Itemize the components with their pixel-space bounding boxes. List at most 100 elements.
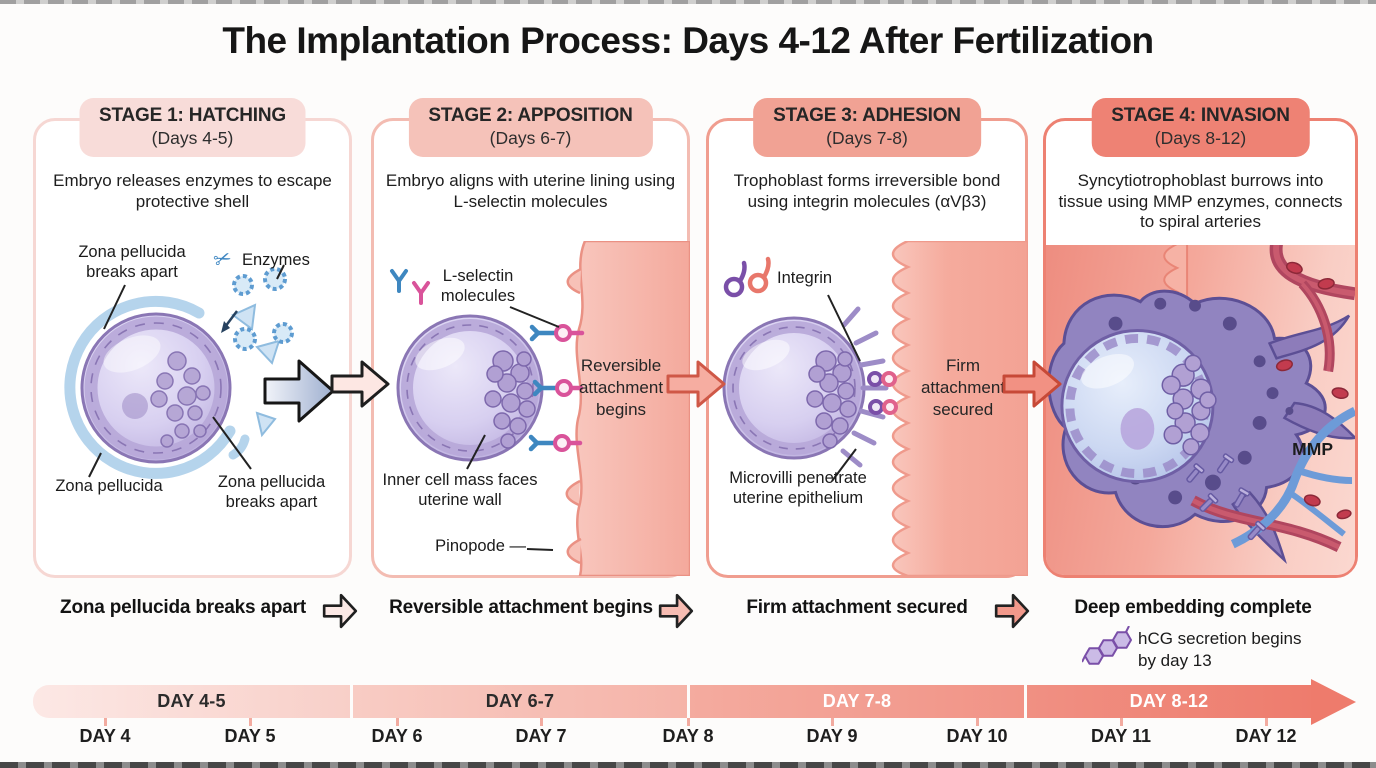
timeline-segment-day8-12: DAY 8-12 <box>1027 685 1311 718</box>
red-blood-cells <box>1275 261 1352 520</box>
microvilli-label: Microvilli penetrate uterine epithelium <box>729 469 867 507</box>
timeline-segment-label: DAY 8-12 <box>1129 691 1209 711</box>
hcg-note: hCG secretion begins by day 13 <box>1138 628 1301 672</box>
invasion-scene <box>1047 245 1355 564</box>
enzyme-blobs <box>232 267 294 351</box>
stage3-panel: STAGE 3: ADHESION (Days 7-8) Trophoblast… <box>706 98 1028 578</box>
timeline-tick <box>1120 718 1123 726</box>
integrin-bonds <box>867 371 898 415</box>
inner-cell-mass <box>806 350 857 449</box>
integrin-label: Integrin <box>777 269 833 287</box>
stage4-summary: Deep embedding complete <box>1074 597 1312 618</box>
timeline-segment-day4-5: DAY 4-5 <box>33 685 350 718</box>
day-label: DAY 11 <box>1090 726 1152 746</box>
stage3-description: Trophoblast forms irreversible bond usin… <box>733 171 1001 211</box>
day-label: DAY 12 <box>1235 726 1297 746</box>
blastocyst <box>396 314 544 462</box>
stage4-description: Syncytiotrophoblast burrows into tissue … <box>1058 171 1343 232</box>
microvilli <box>840 306 889 468</box>
zona-breaks-label-bottom: Zona pellucida breaks apart <box>217 473 326 511</box>
l-selectin-connectors <box>528 324 585 452</box>
enzymes-label: Enzymes <box>242 251 310 269</box>
timeline-tick <box>976 718 979 726</box>
stage1-header-pill: STAGE 1: HATCHING (Days 4-5) <box>79 98 306 157</box>
day-label: DAY 4 <box>79 726 131 746</box>
day-label: DAY 7 <box>515 726 567 746</box>
stage2-days: (Days 6-7) <box>489 128 572 148</box>
inner-cell-mass-label: Inner cell mass faces uterine wall <box>382 471 538 509</box>
arrow-right-icon <box>330 360 390 408</box>
timeline-tick <box>687 718 690 726</box>
stage1-days: (Days 4-5) <box>151 128 234 148</box>
mmp-enzyme-icons <box>1186 453 1267 541</box>
stage3-title: STAGE 3: ADHESION <box>773 105 961 126</box>
exit-arrow <box>263 359 335 423</box>
stage1-description: Embryo releases enzymes to escape protec… <box>53 171 332 211</box>
inner-cell-mass <box>484 350 536 449</box>
pinopode-label: Pinopode — <box>435 537 526 555</box>
day-label: DAY 8 <box>662 726 714 746</box>
l-selectin-icon-pink <box>412 281 430 305</box>
timeline-tick <box>540 718 543 726</box>
uterine-epithelium <box>891 241 1028 576</box>
stage3-header-pill: STAGE 3: ADHESION (Days 7-8) <box>753 98 981 157</box>
integrin-icon <box>723 256 771 298</box>
timeline-segment-day6-7: DAY 6-7 <box>353 685 687 718</box>
stage1-summary: Zona pellucida breaks apart <box>60 597 306 618</box>
hcg-note-line2: by day 13 <box>1138 651 1212 671</box>
stage3-days: (Days 7-8) <box>826 128 908 148</box>
blastocyst <box>80 312 232 464</box>
arrow-right-icon <box>1002 360 1062 408</box>
stage1-illustration <box>64 264 335 479</box>
stage3-illustration <box>722 241 1028 576</box>
mmp-label: MMP <box>1292 439 1333 459</box>
zona-pellucida-label: Zona pellucida <box>55 477 163 495</box>
timeline-segment-day7-8: DAY 7-8 <box>690 685 1024 718</box>
stage2-panel: STAGE 2: APPOSITION (Days 6-7) Embryo al… <box>371 98 690 578</box>
stage2-description: Embryo aligns with uterine lining using … <box>385 171 676 211</box>
stage2-summary: Reversible attachment begins <box>389 597 653 618</box>
timeline-tick <box>396 718 399 726</box>
reversible-attachment-label: Reversible attachment begins <box>578 356 664 419</box>
arrow-right-icon <box>658 593 694 629</box>
day-label: DAY 5 <box>224 726 276 746</box>
arrow-right-icon <box>994 593 1030 629</box>
stage4-panel: STAGE 4: INVASION (Days 8-12) Syncytiotr… <box>1043 98 1358 578</box>
stage1-title: STAGE 1: HATCHING <box>99 105 286 126</box>
hcg-molecule-icon <box>1082 626 1132 665</box>
hcg-note-line1: hCG secretion begins <box>1138 629 1302 648</box>
top-border-strip <box>0 0 1376 4</box>
timeline-segment-label: DAY 7-8 <box>822 691 892 711</box>
day-label: DAY 6 <box>371 726 423 746</box>
stage4-days: (Days 8-12) <box>1154 128 1247 148</box>
blastocyst <box>722 316 866 460</box>
stage2-title: STAGE 2: APPOSITION <box>428 105 633 126</box>
timeline-tick <box>1265 718 1268 726</box>
bottom-border-strip <box>0 762 1376 768</box>
page-title: The Implantation Process: Days 4-12 Afte… <box>222 20 1154 61</box>
stage3-summary: Firm attachment secured <box>746 597 968 618</box>
stage2-illustration <box>390 241 690 576</box>
blastocyst <box>1060 329 1217 484</box>
pinopode-bumps <box>565 267 582 565</box>
stage2-header-pill: STAGE 2: APPOSITION (Days 6-7) <box>408 98 653 157</box>
l-selectin-icon-blue <box>390 269 408 293</box>
timeline-segment-label: DAY 4-5 <box>157 691 226 711</box>
stage4-title: STAGE 4: INVASION <box>1111 105 1290 126</box>
inner-cell-mass <box>1161 354 1217 456</box>
zona-pellucida-ring <box>64 295 236 479</box>
timeline-segment-label: DAY 6-7 <box>485 691 555 711</box>
stage4-header-pill: STAGE 4: INVASION (Days 8-12) <box>1091 98 1310 157</box>
zona-breaks-label-top: Zona pellucida breaks apart <box>78 243 186 281</box>
stage4-illustration: MMP <box>1046 245 1355 575</box>
l-selectin-label: L-selectin molecules <box>440 267 516 305</box>
arrow-right-icon <box>666 360 726 408</box>
timeline-tick <box>831 718 834 726</box>
timeline-tick <box>104 718 107 726</box>
day-label: DAY 9 <box>806 726 858 746</box>
stage1-panel: STAGE 1: HATCHING (Days 4-5) Embryo rele… <box>33 98 352 578</box>
day-label: DAY 10 <box>946 726 1008 746</box>
timeline-arrowhead <box>1311 679 1356 725</box>
arrow-right-icon <box>322 593 358 629</box>
